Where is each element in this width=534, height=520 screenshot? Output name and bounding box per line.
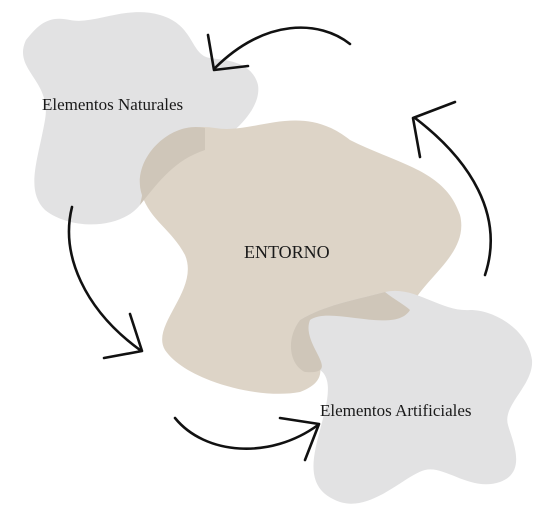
arrow-right-icon	[411, 100, 492, 277]
natural-elements-blob	[23, 12, 259, 225]
artificial-elements-blob	[292, 290, 533, 504]
entorno-label: ENTORNO	[244, 242, 330, 262]
arrow-top-icon	[206, 26, 352, 72]
arrow-bottom-icon	[173, 416, 321, 462]
artificial-elements-label: Elementos Artificiales	[320, 401, 472, 420]
entorno-blob	[139, 120, 462, 394]
natural-elements-label: Elementos Naturales	[42, 95, 183, 114]
arrow-left-icon	[67, 205, 144, 360]
overlap-bottom-right	[290, 292, 410, 373]
overlap-top-left	[139, 126, 205, 205]
